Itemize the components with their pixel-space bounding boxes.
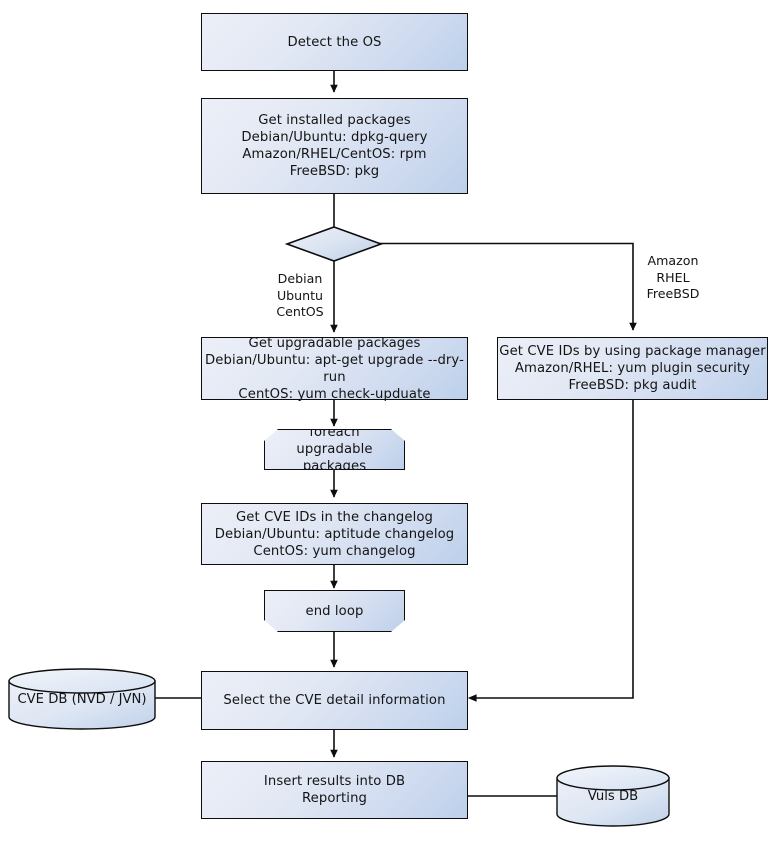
node-get-cve-ids-package-manager[interactable]: Get CVE IDs by using package manager Ama… bbox=[497, 337, 768, 400]
node-end-loop[interactable]: end loop bbox=[264, 590, 405, 632]
node-foreach-upgradable-packages[interactable]: foreach upgradable packages bbox=[264, 429, 405, 470]
node-select-cve-detail[interactable]: Select the CVE detail information bbox=[201, 671, 468, 730]
node-get-installed-packages[interactable]: Get installed packages Debian/Ubuntu: dp… bbox=[201, 98, 468, 194]
node-get-upgradable-packages[interactable]: Get upgradable packages Debian/Ubuntu: a… bbox=[201, 336, 468, 402]
branch-label-left: Debian Ubuntu CentOS bbox=[276, 271, 324, 319]
node-vuls-db[interactable]: Vuls DB bbox=[556, 765, 670, 827]
node-detect-os[interactable]: Detect the OS bbox=[201, 13, 468, 71]
node-insert-results[interactable]: Insert results into DB Reporting bbox=[201, 761, 468, 819]
edge-decision-to-pkgmanager bbox=[376, 242, 637, 331]
os-decision-diamond[interactable] bbox=[284, 226, 384, 262]
node-get-cve-ids-changelog[interactable]: Get CVE IDs in the changelog Debian/Ubun… bbox=[201, 503, 468, 565]
node-cve-db[interactable]: CVE DB (NVD / JVN) bbox=[8, 668, 156, 730]
edge-pkgmanager-to-select bbox=[467, 400, 634, 702]
branch-label-right: Amazon RHEL FreeBSD bbox=[646, 253, 700, 301]
